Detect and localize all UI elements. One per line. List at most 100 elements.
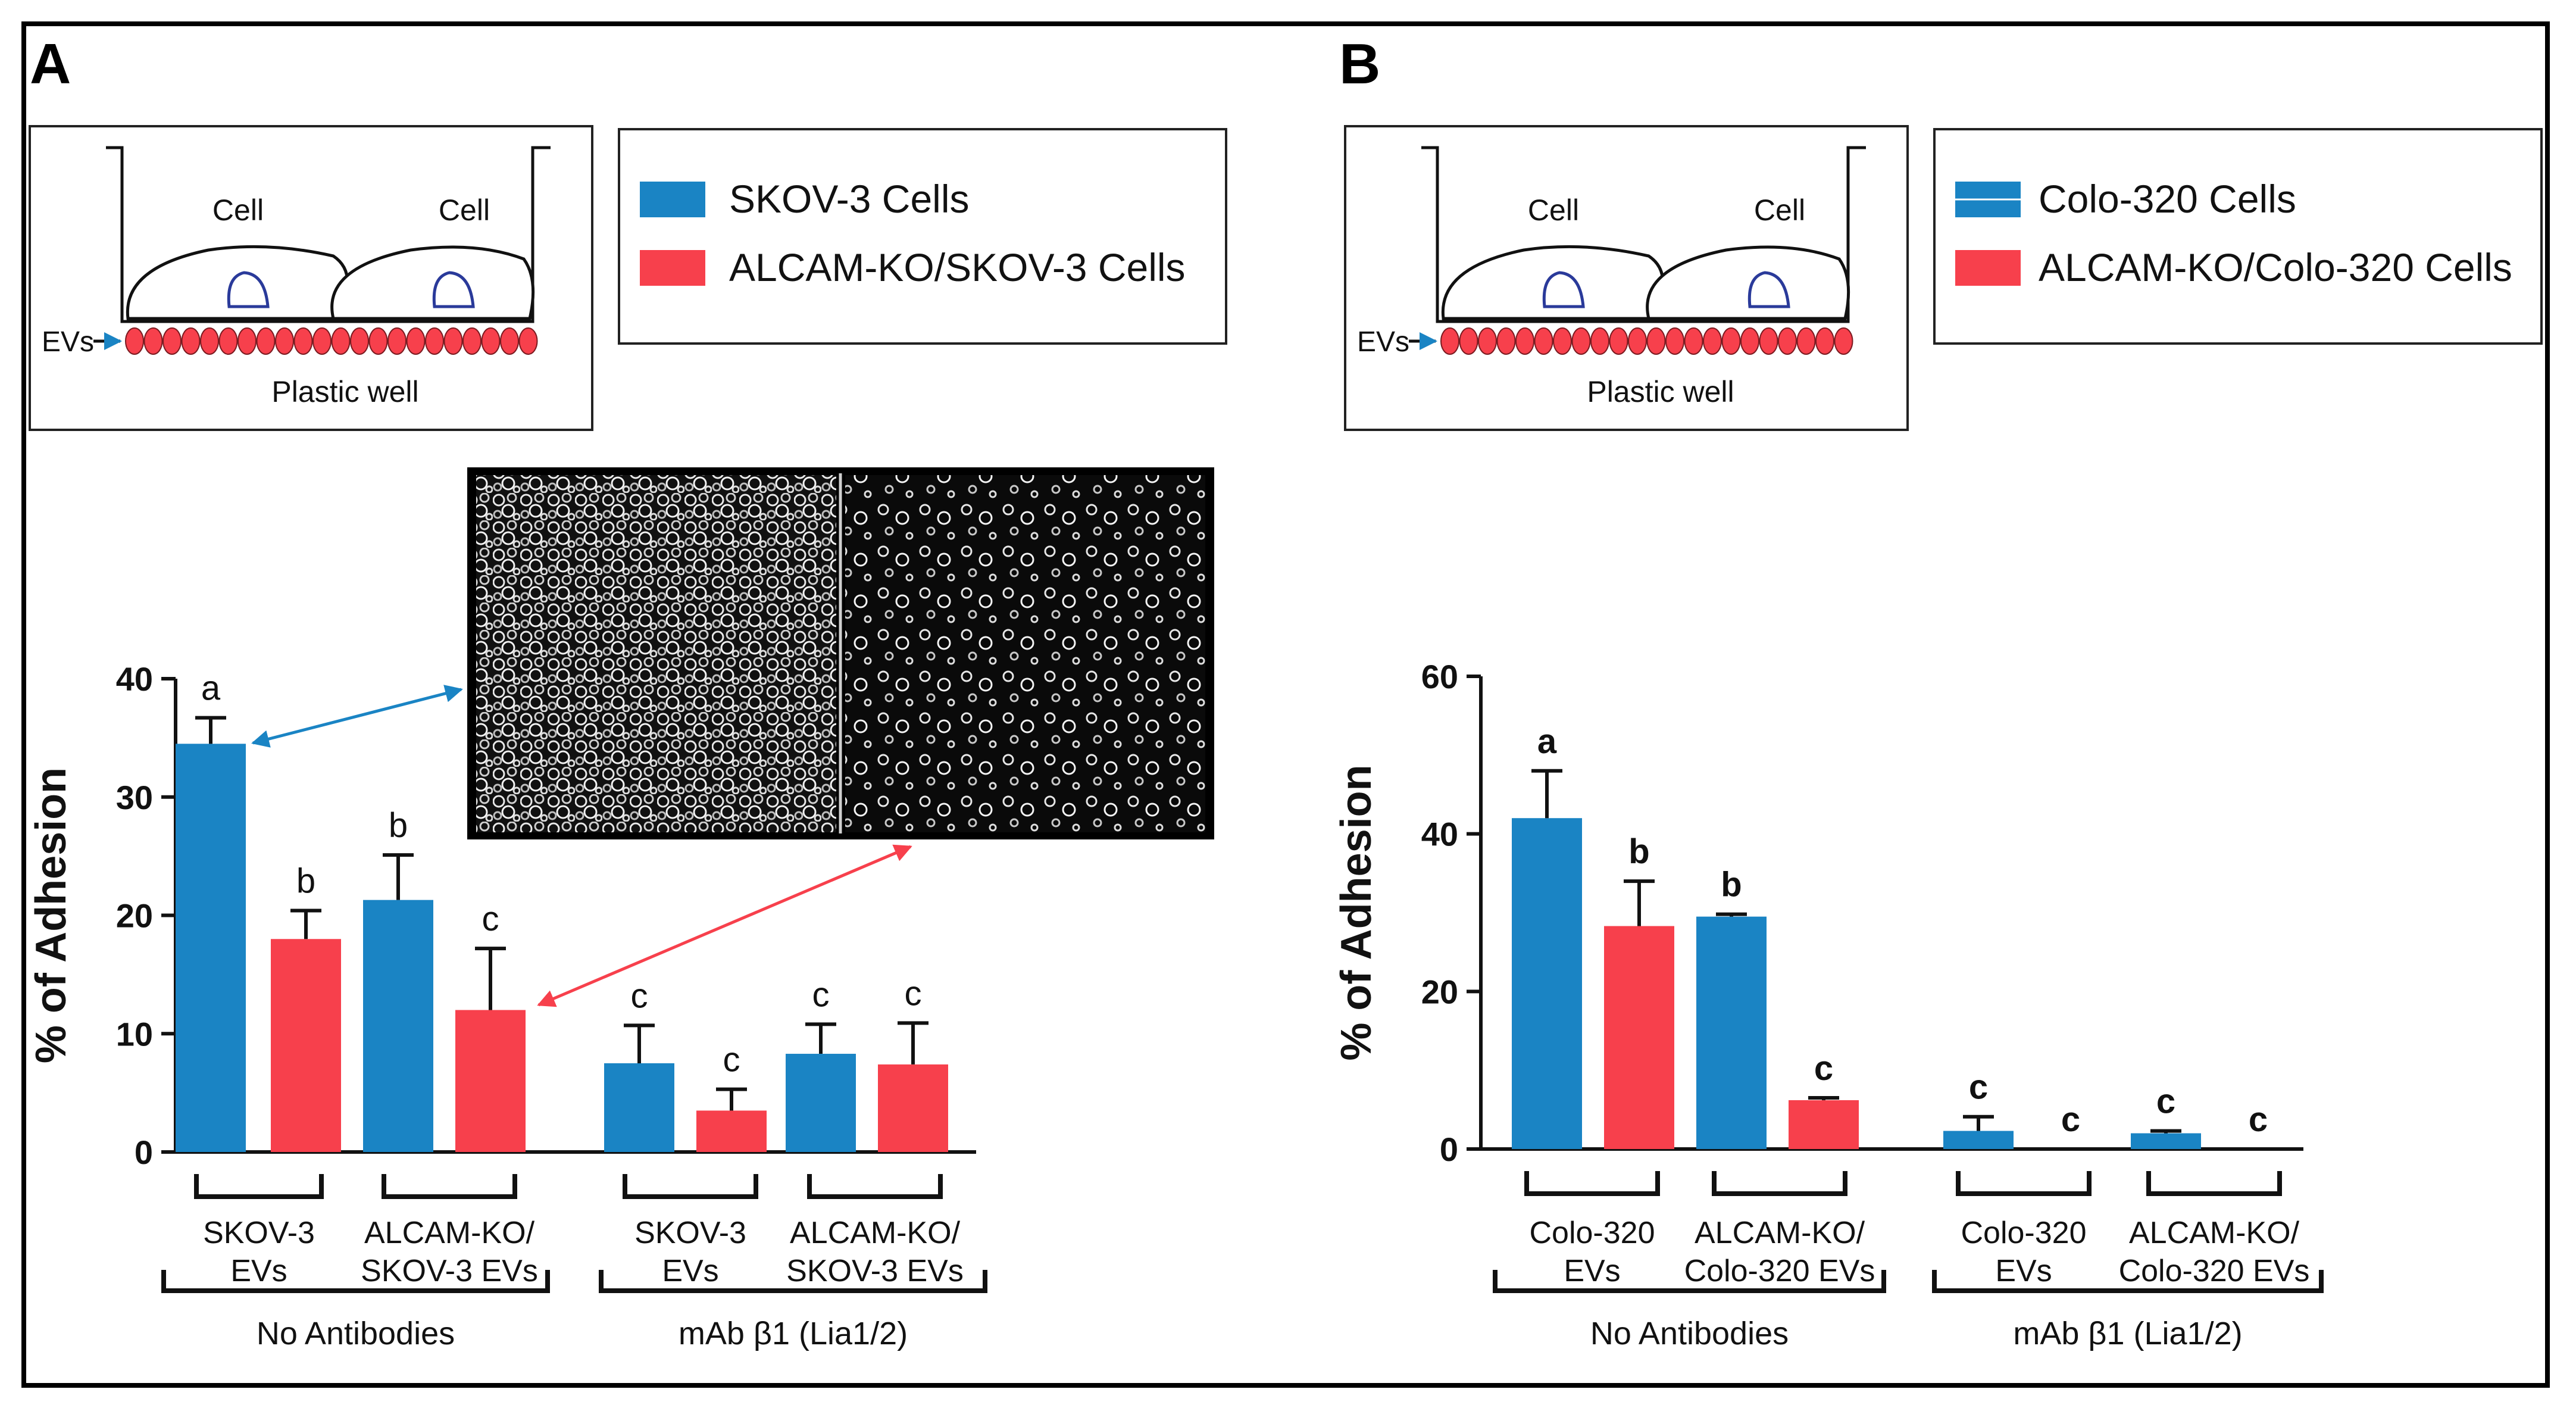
bar [604, 1063, 674, 1152]
y-tick-label: 20 [116, 897, 153, 935]
ev-particle [500, 327, 519, 355]
y-tick-label: 0 [1440, 1131, 1458, 1168]
y-tick-label: 30 [116, 779, 153, 816]
ev-particle [1515, 327, 1534, 355]
ev-particle [1703, 327, 1722, 355]
ev-particle [481, 327, 501, 355]
pair-label: Colo-320 [1961, 1216, 2086, 1250]
y-axis-label: % of Adhesion [1333, 764, 1380, 1060]
nucleus-shape [1747, 271, 1790, 308]
legend-label: ALCAM-KO/Colo-320 Cells [2039, 245, 2512, 289]
ev-particle [1759, 327, 1778, 355]
significance-letter: c [2249, 1100, 2268, 1139]
ev-particle [1646, 327, 1666, 355]
group-label: No Antibodies [1590, 1316, 1789, 1351]
ev-particle [1459, 327, 1478, 355]
callout-arrow-blue [251, 685, 463, 748]
pair-bracket [1956, 1171, 2092, 1196]
ev-particle [425, 327, 444, 355]
ev-particle [1478, 327, 1497, 355]
legend-label: SKOV-3 Cells [729, 177, 969, 221]
significance-letter: c [905, 974, 922, 1013]
pair-bracket [623, 1174, 758, 1199]
y-tick-label: 0 [135, 1134, 153, 1171]
ev-particle [275, 327, 294, 355]
ev-particle [387, 327, 407, 355]
significance-letter: b [389, 806, 408, 845]
significance-letter: b [296, 862, 315, 901]
pair-label: Colo-320 EVs [2119, 1254, 2310, 1288]
pair-label: SKOV-3 [634, 1216, 746, 1250]
legend-label: ALCAM-KO/SKOV-3 Cells [729, 245, 1186, 289]
significance-letter: a [1537, 722, 1557, 761]
significance-letter: c [1969, 1068, 1988, 1107]
bar [878, 1064, 948, 1152]
evs-label: EVs [42, 326, 94, 358]
ev-particle [125, 327, 144, 355]
bar [455, 1010, 526, 1152]
pair-label: ALCAM-KO/ [1695, 1216, 1865, 1250]
pair-bracket [382, 1174, 517, 1199]
pair-label: ALCAM-KO/ [790, 1216, 961, 1250]
cell-label: Cell [439, 193, 490, 227]
pair-label: EVs [662, 1254, 718, 1288]
ev-particle [312, 327, 332, 355]
ev-particle [331, 327, 351, 355]
ev-particle [293, 327, 313, 355]
y-tick-label: 40 [1421, 816, 1458, 853]
y-tick-label: 60 [1421, 658, 1458, 695]
pair-label: ALCAM-KO/ [2129, 1216, 2300, 1250]
ev-particle [443, 327, 463, 355]
bar [1604, 926, 1674, 1149]
y-tick-label: 10 [116, 1015, 153, 1053]
nucleus-shape [227, 271, 270, 308]
ev-particle [462, 327, 482, 355]
significance-letter: a [201, 669, 221, 708]
pair-label: EVs [1564, 1254, 1620, 1288]
ev-particle [350, 327, 369, 355]
ev-particle [1628, 327, 1647, 355]
cell-shape [1646, 245, 1850, 320]
pair-bracket [1524, 1171, 1660, 1196]
ev-particle [1665, 327, 1684, 355]
group-label: No Antibodies [257, 1316, 455, 1351]
y-tick-label: 20 [1421, 973, 1458, 1010]
ev-particle [518, 327, 538, 355]
legend-swatch-red [1955, 250, 2021, 286]
significance-letter: c [2156, 1082, 2175, 1121]
significance-letter: c [812, 975, 830, 1014]
ev-particle [162, 327, 182, 355]
bar [1696, 916, 1767, 1149]
ev-particle [181, 327, 201, 355]
nucleus-shape [1542, 271, 1585, 308]
panel-letter-b: B [1339, 32, 1380, 96]
legend-label: Colo-320 Cells [2039, 177, 2296, 221]
ev-particle [1609, 327, 1628, 355]
bar [176, 744, 246, 1152]
y-axis-label: % of Adhesion [27, 767, 75, 1063]
micrograph-alcam-ko-evs [845, 475, 1205, 832]
ev-particle [1815, 327, 1834, 355]
ev-particle [1440, 327, 1459, 355]
bar [271, 939, 341, 1152]
ev-particle [1553, 327, 1572, 355]
cell-shape [330, 245, 535, 320]
group-label: mAb β1 (Lia1/2) [679, 1316, 908, 1351]
diagram-b: Cell Cell EVs Plastic well [1344, 125, 1909, 431]
diagram-a: Cell Cell EVs Plastic well [29, 125, 593, 431]
ev-particle [1796, 327, 1816, 355]
panel-letter-a: A [30, 32, 71, 96]
pair-label: EVs [230, 1254, 287, 1288]
significance-letter: c [482, 900, 499, 938]
significance-letter: c [723, 1041, 740, 1079]
micrograph-skov3-evs [476, 475, 836, 832]
ev-particle [1496, 327, 1516, 355]
significance-letter: b [1721, 866, 1742, 904]
ev-particle [406, 327, 426, 355]
cell-label: Cell [212, 193, 264, 227]
ev-particle [1534, 327, 1553, 355]
figure-frame [21, 21, 2550, 1388]
